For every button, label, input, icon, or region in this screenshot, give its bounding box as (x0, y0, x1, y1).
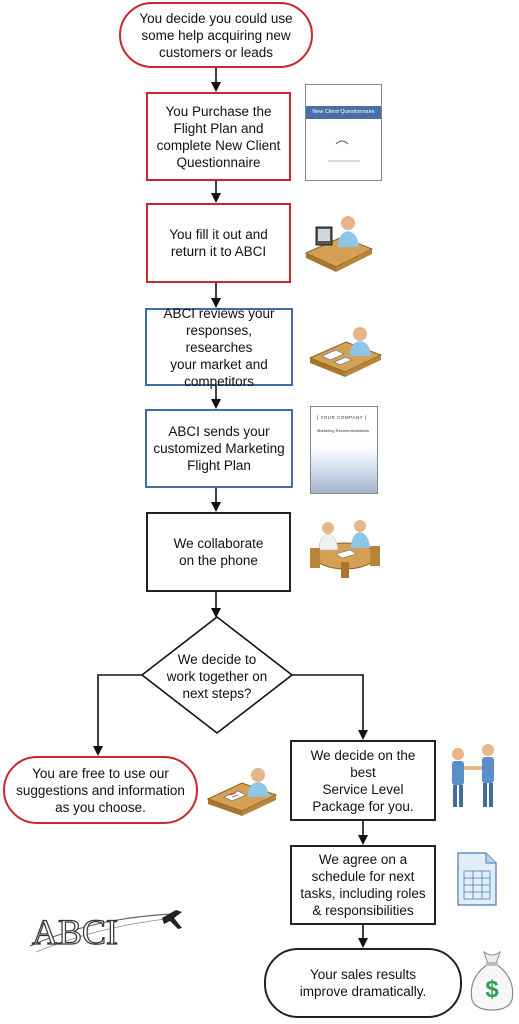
start-node: You decide you could use some help acqui… (119, 2, 313, 68)
collaborate-step-label: We collaborate on the phone (173, 536, 264, 568)
review-step: ABCI reviews your responses, researches … (145, 306, 293, 389)
purchase-step: You Purchase the Flight Plan and complet… (146, 92, 291, 181)
arrow-decision-package (291, 674, 368, 740)
sends-step: ABCI sends your customized Marketing Fli… (145, 409, 293, 488)
sends-step-label: ABCI sends your customized Marketing Fli… (153, 424, 285, 473)
free-to-use-label: You are free to use our suggestions and … (16, 765, 185, 815)
questionnaire-doc-icon: New Client Questionnaire (305, 84, 382, 181)
arrow-decision-free (93, 674, 143, 756)
questionnaire-title: New Client Questionnaire (312, 109, 375, 115)
recommendations-title: Marketing Recommendations (317, 428, 370, 433)
purchase-step-label: You Purchase the Flight Plan and complet… (156, 103, 281, 170)
package-step-label: We decide on the best Service Level Pack… (310, 747, 416, 814)
spreadsheet-icon (457, 852, 497, 906)
person-at-computer-icon (304, 216, 374, 272)
fill-step-label: You fill it out and return it to ABCI (169, 227, 268, 259)
meeting-table-icon (310, 520, 380, 578)
questionnaire-graphic (328, 140, 360, 162)
results-node-label: Your sales results improve dramatically. (299, 967, 427, 999)
person-writing-icon (206, 768, 278, 816)
decision-label-box: We decide to work together on next steps… (160, 648, 274, 704)
company-header-text: YOUR COMPANY (320, 415, 364, 420)
questionnaire-banner: New Client Questionnaire (306, 106, 381, 119)
fill-step: You fill it out and return it to ABCI (146, 203, 291, 283)
company-header: [ YOUR COMPANY ] (317, 415, 367, 420)
collaborate-step: We collaborate on the phone (146, 512, 291, 592)
svg-text:$: $ (485, 976, 499, 1003)
person-reviewing-icon (308, 327, 383, 377)
review-step-label: ABCI reviews your responses, researches … (163, 305, 275, 389)
results-node: Your sales results improve dramatically. (264, 948, 462, 1018)
package-step: We decide on the best Service Level Pack… (290, 740, 436, 821)
decision-label: We decide to work together on next steps… (166, 651, 268, 701)
decision-diamond (140, 615, 294, 735)
money-bag-icon: $ (470, 950, 514, 1011)
schedule-step: We agree on a schedule for next tasks, i… (290, 845, 436, 925)
abci-logo-text: ABCI (32, 912, 118, 952)
start-node-label: You decide you could use some help acqui… (139, 10, 293, 60)
free-to-use-node: You are free to use our suggestions and … (3, 756, 198, 824)
abci-plane-logo: ABCI (29, 910, 182, 953)
schedule-step-label: We agree on a schedule for next tasks, i… (300, 852, 426, 918)
marketing-doc-icon: [ YOUR COMPANY ] Marketing Recommendatio… (310, 406, 378, 494)
handshake-icon (452, 744, 494, 807)
